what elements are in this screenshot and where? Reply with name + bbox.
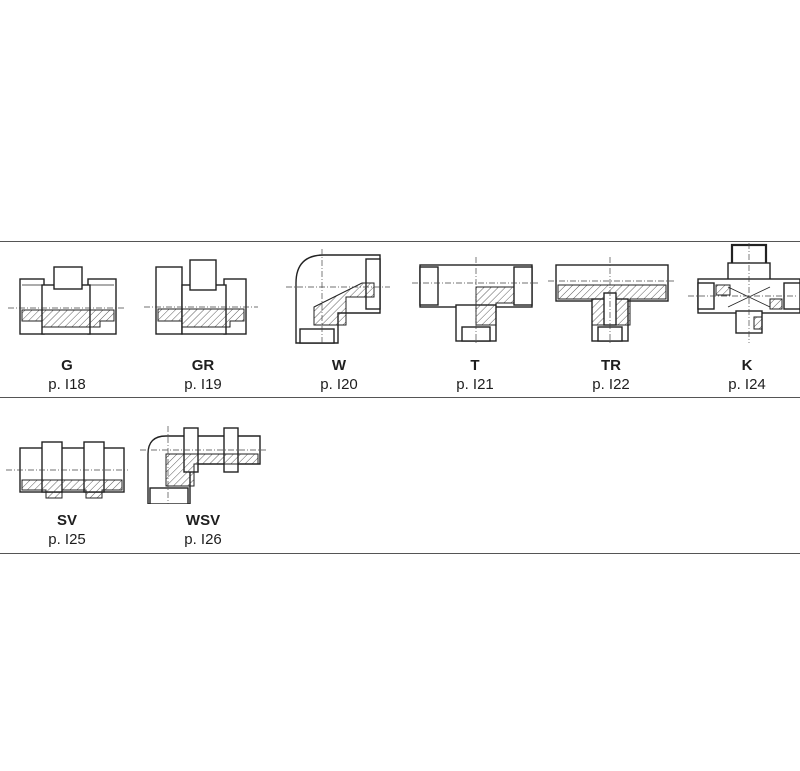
top-divider bbox=[0, 241, 800, 242]
fitting-page-link[interactable]: p. I22 bbox=[592, 376, 630, 393]
fitting-w[interactable]: W p. I20 bbox=[274, 245, 404, 395]
fitting-page-link[interactable]: p. I19 bbox=[184, 376, 222, 393]
middle-divider bbox=[0, 397, 800, 398]
fitting-page-link[interactable]: p. I25 bbox=[48, 531, 86, 548]
fitting-code: K bbox=[741, 357, 753, 374]
bottom-divider bbox=[0, 553, 800, 554]
fitting-g[interactable]: G p. I18 bbox=[2, 255, 132, 395]
fitting-code: SV bbox=[56, 512, 77, 529]
sv-bulkhead-drawing bbox=[6, 441, 128, 499]
fitting-page-link[interactable]: p. I18 bbox=[48, 376, 86, 393]
fitting-page-link[interactable]: p. I21 bbox=[456, 376, 494, 393]
g-union-drawing bbox=[8, 266, 126, 335]
fitting-t[interactable]: T p. I21 bbox=[410, 255, 540, 395]
w-elbow-drawing bbox=[286, 249, 390, 345]
fitting-sv[interactable]: SV p. I25 bbox=[2, 430, 132, 550]
gr-reducing-union-drawing bbox=[144, 259, 258, 335]
fitting-k[interactable]: K p. I24 bbox=[682, 243, 800, 395]
tr-tee-drawing bbox=[548, 257, 674, 345]
fitting-code: TR bbox=[601, 357, 621, 374]
fitting-page-link[interactable]: p. I20 bbox=[320, 376, 358, 393]
fitting-page-link[interactable]: p. I24 bbox=[728, 376, 766, 393]
t-tee-drawing bbox=[412, 257, 538, 345]
fitting-gr[interactable]: GR p. I19 bbox=[138, 255, 268, 395]
fitting-wsv[interactable]: WSV p. I26 bbox=[138, 422, 268, 550]
fitting-page-link[interactable]: p. I26 bbox=[184, 531, 222, 548]
fitting-code: W bbox=[331, 357, 347, 374]
fitting-code: G bbox=[61, 357, 73, 374]
k-cross-drawing bbox=[688, 243, 800, 343]
fitting-code: T bbox=[470, 357, 480, 374]
fitting-tr[interactable]: TR p. I22 bbox=[546, 255, 676, 395]
wsv-bulkhead-elbow-drawing bbox=[140, 426, 266, 504]
fitting-code: GR bbox=[191, 357, 215, 374]
fitting-code: WSV bbox=[185, 512, 221, 529]
